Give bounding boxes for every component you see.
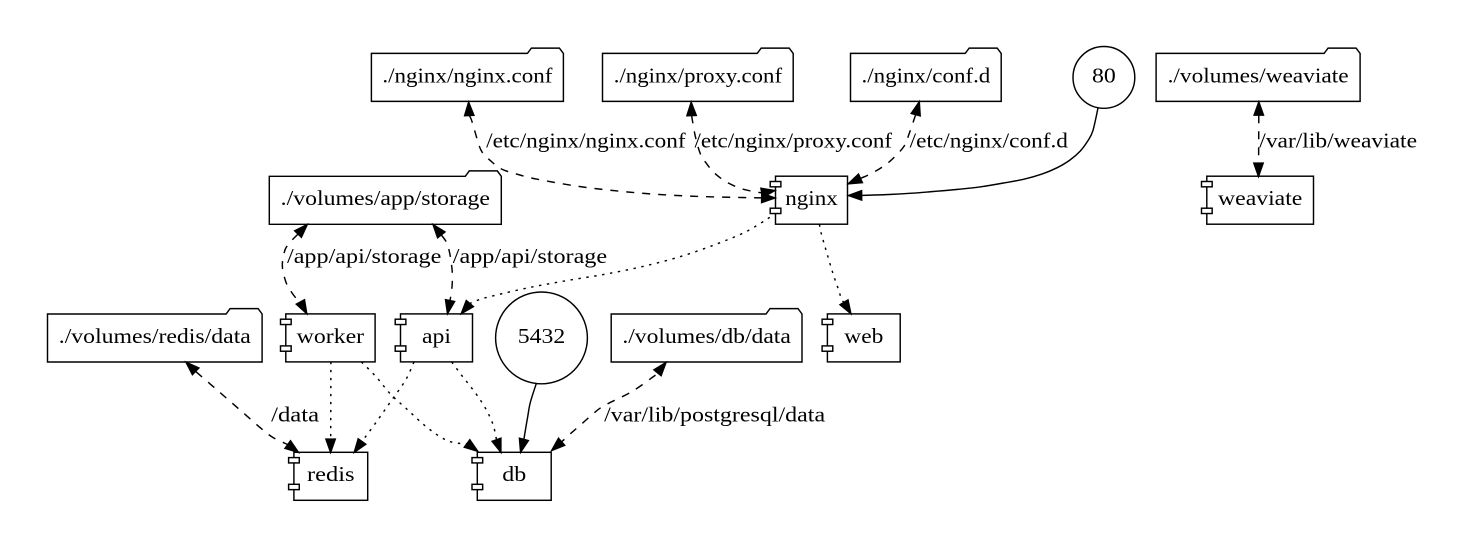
svg-text:/etc/nginx/proxy.conf: /etc/nginx/proxy.conf — [695, 129, 893, 152]
svg-text:./nginx/nginx.conf: ./nginx/nginx.conf — [382, 64, 552, 87]
svg-text:./volumes/db/data: ./volumes/db/data — [622, 325, 791, 348]
svg-text:api: api — [422, 325, 451, 348]
svg-text:./volumes/redis/data: ./volumes/redis/data — [59, 325, 251, 348]
svg-text:/app/api/storage: /app/api/storage — [453, 245, 607, 268]
svg-text:/var/lib/weaviate: /var/lib/weaviate — [1259, 129, 1417, 152]
svg-text:/etc/nginx/conf.d: /etc/nginx/conf.d — [910, 129, 1069, 152]
svg-text:./volumes/app/storage: ./volumes/app/storage — [281, 187, 490, 210]
svg-text:/etc/nginx/nginx.conf: /etc/nginx/nginx.conf — [486, 129, 685, 152]
svg-text:worker: worker — [297, 325, 364, 348]
svg-text:web: web — [844, 325, 883, 348]
svg-text:weaviate: weaviate — [1218, 187, 1302, 210]
svg-text:redis: redis — [307, 463, 355, 486]
svg-text:/app/api/storage: /app/api/storage — [287, 245, 441, 268]
svg-text:./nginx/proxy.conf: ./nginx/proxy.conf — [614, 64, 782, 87]
svg-text:/var/lib/postgresql/data: /var/lib/postgresql/data — [604, 403, 825, 426]
svg-text:./volumes/weaviate: ./volumes/weaviate — [1168, 64, 1349, 87]
svg-text:80: 80 — [1092, 64, 1116, 87]
svg-text:5432: 5432 — [518, 325, 566, 348]
svg-text:nginx: nginx — [785, 187, 838, 210]
svg-text:./nginx/conf.d: ./nginx/conf.d — [862, 64, 991, 87]
svg-text:db: db — [502, 463, 526, 486]
svg-text:/data: /data — [271, 403, 319, 426]
